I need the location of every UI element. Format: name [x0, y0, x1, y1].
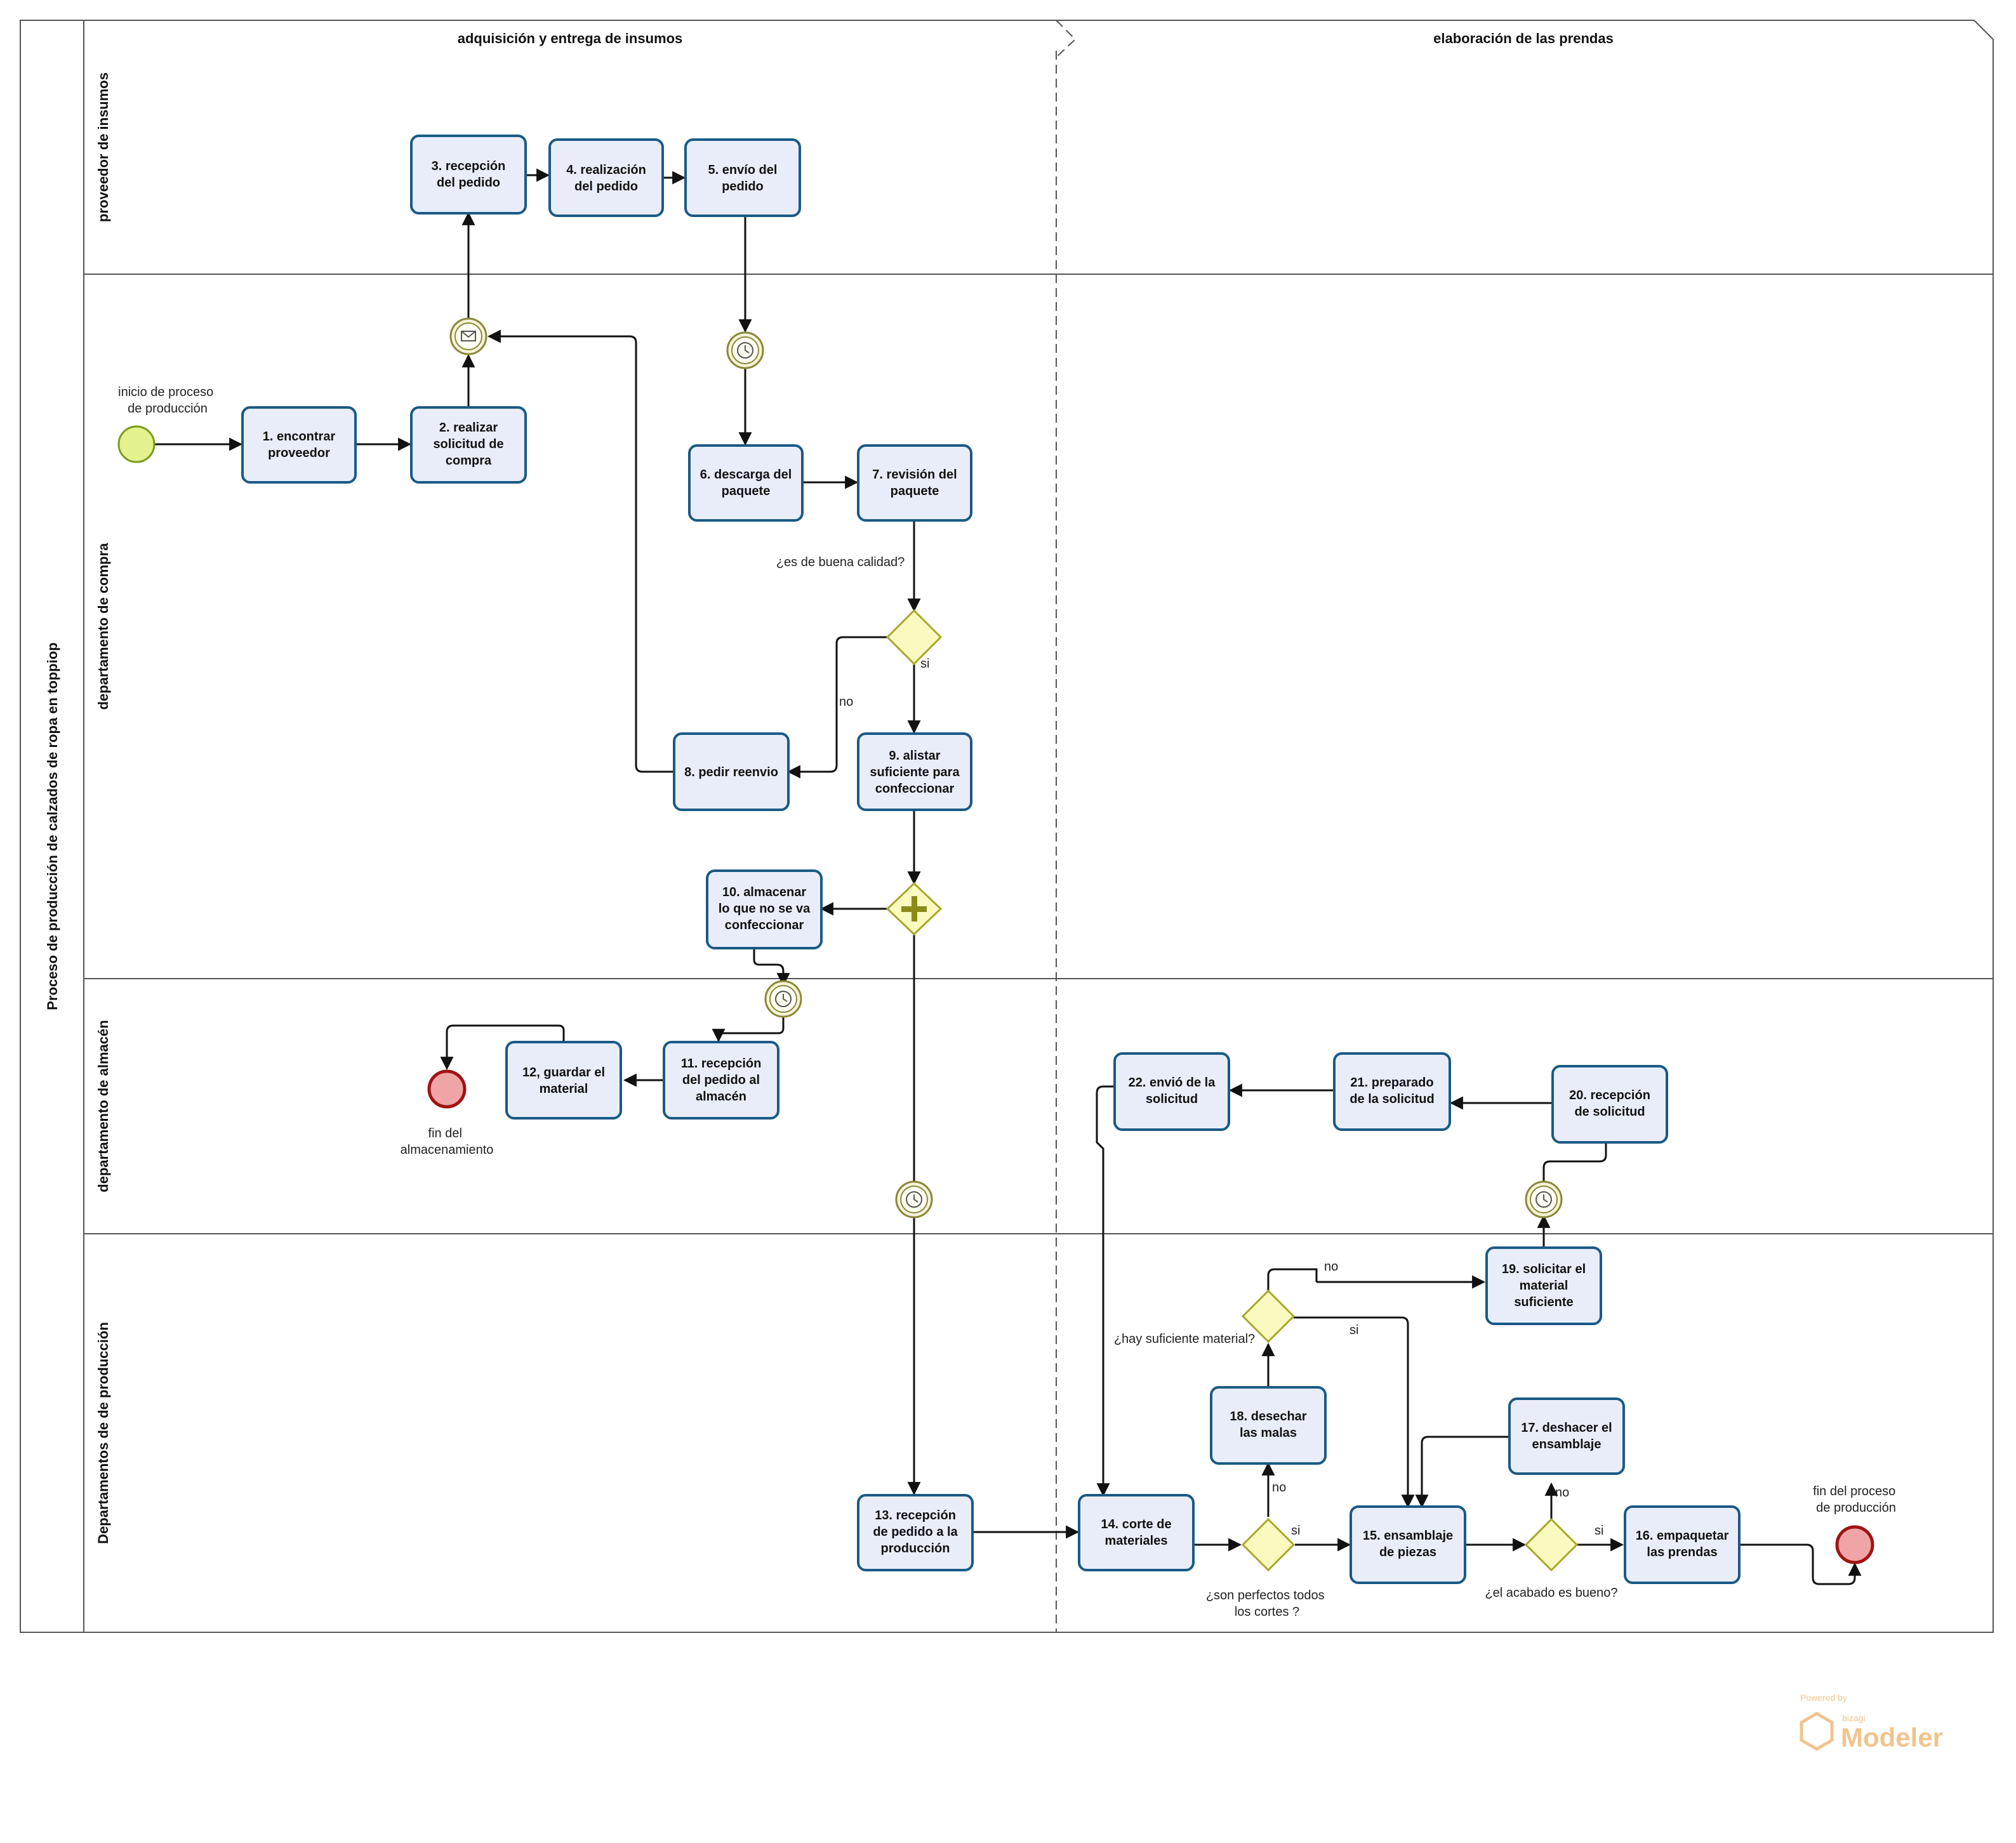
end-storage-label: fin del almacenamiento: [401, 1126, 494, 1157]
pool: [20, 20, 1994, 1633]
question-quality: ¿es de buena calidad?: [776, 555, 905, 569]
lane-label-2: departamento de compra: [95, 543, 111, 710]
question-cuts: ¿son perfectos todos los cortes ?: [1206, 1589, 1328, 1619]
lane-label-3: departamento de almacén: [95, 1020, 111, 1192]
plus-icon: [901, 896, 927, 922]
phase-header-1: adquisición y entrega de insumos: [458, 30, 683, 46]
question-material: ¿hay suficiente material?: [1114, 1332, 1255, 1346]
gateway-finish[interactable]: [1524, 1517, 1579, 1572]
message-event[interactable]: [449, 317, 487, 355]
label-no-material: no: [1324, 1260, 1338, 1274]
sequence-flows: [154, 168, 1862, 1585]
watermark-modeler: Modeler: [1841, 1722, 1943, 1752]
clock-icon: [906, 1191, 922, 1208]
label-si-cuts: si: [1291, 1524, 1300, 1538]
label-si-quality: si: [920, 657, 929, 671]
gateway-cuts[interactable]: [1241, 1517, 1296, 1572]
start-event[interactable]: [117, 425, 156, 463]
lane-label-4: Departamentos de de producción: [95, 1322, 111, 1544]
label-no-quality: no: [839, 695, 853, 709]
start-label: inicio de proceso de producción: [118, 385, 217, 416]
question-finish: ¿el acabado es bueno?: [1485, 1586, 1617, 1600]
end-event-process[interactable]: [1835, 1525, 1874, 1564]
phase-header-2: elaboración de las prendas: [1433, 30, 1614, 46]
clock-icon: [1535, 1191, 1552, 1208]
timer-event-2[interactable]: [764, 980, 802, 1018]
end-process-label: fin del proceso de producción: [1813, 1484, 1899, 1515]
clock-icon: [737, 342, 753, 359]
watermark-bizagi: bizagi: [1842, 1713, 1866, 1723]
gateway-quality[interactable]: [885, 609, 943, 666]
parallel-gateway[interactable]: [885, 882, 943, 936]
envelope-icon: [461, 331, 476, 341]
label-si-finish: si: [1595, 1524, 1603, 1538]
task-8[interactable]: 8. pedir reenvio: [673, 732, 790, 811]
label-si-material: si: [1350, 1323, 1358, 1337]
label-no-finish: no: [1555, 1486, 1569, 1500]
clock-icon: [775, 991, 792, 1007]
timer-event-1[interactable]: [726, 331, 764, 369]
watermark-powered-by: Powered by: [1800, 1693, 1847, 1703]
label-no-cuts: no: [1272, 1481, 1286, 1495]
bizagi-logo-icon: [1800, 1712, 1834, 1751]
gateway-material[interactable]: [1241, 1289, 1296, 1344]
timer-event-3[interactable]: [895, 1180, 933, 1219]
pool-title: Proceso de producción de calzados de rop…: [44, 642, 60, 1010]
lane-label-1: proveedor de insumos: [95, 72, 111, 222]
svg-text:8. pedir reenvio: 8. pedir reenvio: [684, 765, 778, 779]
bizagi-watermark: Powered by bizagi Modeler: [1800, 1693, 1943, 1752]
timer-event-4[interactable]: [1525, 1180, 1563, 1219]
end-event-storage[interactable]: [427, 1069, 467, 1109]
